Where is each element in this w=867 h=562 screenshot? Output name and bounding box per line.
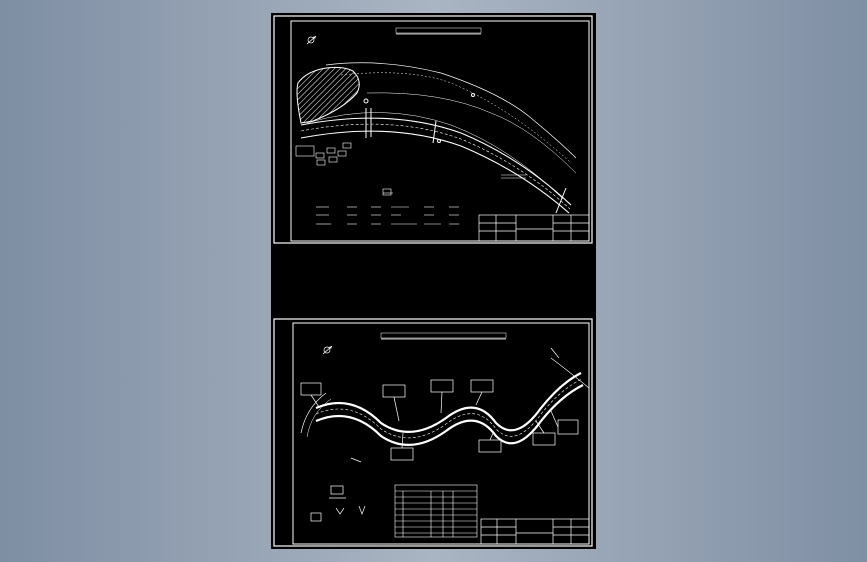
road-alignment	[300, 112, 572, 214]
title-block	[478, 214, 590, 242]
inner-border	[290, 20, 590, 242]
site-symbols	[310, 347, 560, 522]
outer-border	[273, 15, 593, 244]
hatched-region	[296, 66, 360, 124]
north-arrow-icon	[322, 345, 333, 355]
drawing-bottom	[273, 318, 593, 547]
drawing-title	[395, 27, 482, 35]
cad-drawing-canvas	[273, 15, 593, 547]
callout-boxes	[300, 379, 579, 461]
cad-sheet	[271, 13, 596, 549]
title-block	[480, 518, 590, 545]
legend-table	[394, 484, 478, 538]
contour-lines	[325, 62, 577, 174]
north-arrow-icon	[306, 35, 317, 45]
structure-labels	[295, 142, 352, 166]
road-alignment	[300, 357, 590, 446]
legend	[316, 188, 459, 225]
road-stations	[363, 93, 567, 214]
inner-border	[292, 322, 590, 545]
outer-border	[273, 318, 593, 547]
annotation-leaders	[501, 174, 526, 179]
drawing-top	[273, 15, 593, 244]
drawing-title	[380, 332, 507, 340]
